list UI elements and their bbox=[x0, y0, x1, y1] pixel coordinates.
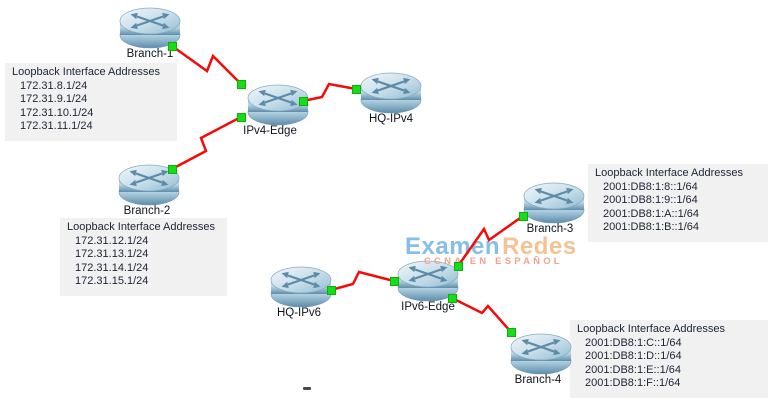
loopback-address: 172.31.9.1/24 bbox=[20, 93, 88, 106]
loopback-address: 172.31.10.1/24 bbox=[20, 106, 94, 119]
link-status-port bbox=[326, 285, 336, 295]
note-title: Loopback Interface Addresses bbox=[67, 221, 215, 233]
device-label: Branch-4 bbox=[514, 374, 562, 386]
link-status-port bbox=[298, 96, 308, 106]
loopback-address: 172.31.8.1/24 bbox=[20, 79, 88, 92]
router-ipv6-edge[interactable]: IPv6-Edge bbox=[396, 259, 460, 313]
link-status-port bbox=[518, 211, 528, 221]
loopback-address: 2001:DB8:1:9::1/64 bbox=[603, 194, 698, 207]
device-label: HQ-IPv4 bbox=[368, 113, 414, 125]
loopback-address: 2001:DB8:1:E::1/64 bbox=[585, 363, 682, 376]
loopback-address: 2001:DB8:1:D::1/64 bbox=[585, 350, 682, 363]
link-status-port bbox=[453, 261, 463, 271]
loopback-address: 172.31.14.1/24 bbox=[75, 261, 149, 274]
router-branch-3[interactable]: Branch-3 bbox=[522, 181, 586, 235]
loopback-address: 172.31.15.1/24 bbox=[75, 275, 149, 288]
device-label: IPv4-Edge bbox=[243, 125, 297, 137]
link-status-port bbox=[167, 164, 177, 174]
router-branch-4[interactable]: Branch-4 bbox=[509, 332, 573, 386]
device-label: IPv6-Edge bbox=[401, 301, 455, 313]
note-title: Loopback Interface Addresses bbox=[595, 167, 743, 179]
link-status-port bbox=[506, 327, 516, 337]
link-status-port bbox=[236, 112, 246, 122]
router-ipv4-edge[interactable]: IPv4-Edge bbox=[243, 83, 310, 137]
loopback-address: 172.31.13.1/24 bbox=[75, 248, 149, 261]
serial-link-branch-1-ipv4-edge[interactable] bbox=[171, 44, 242, 85]
link-status-port bbox=[351, 84, 361, 94]
loopback-address: 172.31.12.1/24 bbox=[75, 234, 149, 247]
serial-link-ipv6-edge-branch-4[interactable] bbox=[451, 296, 512, 333]
device-label: Branch-1 bbox=[126, 48, 174, 60]
serial-link-hq-ipv6-ipv6-edge[interactable] bbox=[330, 270, 395, 292]
device-label: HQ-IPv6 bbox=[276, 307, 322, 319]
router-branch-1[interactable]: Branch-1 bbox=[118, 6, 182, 60]
serial-link-ipv4-edge-hq-ipv4[interactable] bbox=[302, 82, 357, 103]
device-label: Branch-3 bbox=[526, 223, 574, 235]
note-title: Loopback Interface Addresses bbox=[577, 323, 725, 335]
loopback-address: 2001:DB8:1:A::1/64 bbox=[603, 207, 700, 220]
loopback-address: 2001:DB8:1:B::1/64 bbox=[603, 221, 700, 234]
router-hq-ipv4[interactable]: HQ-IPv4 bbox=[359, 71, 423, 125]
link-status-port bbox=[167, 41, 177, 51]
link-status-port bbox=[389, 276, 399, 286]
router-branch-2[interactable]: Branch-2 bbox=[117, 163, 181, 217]
device-label: Branch-2 bbox=[123, 205, 171, 217]
serial-link-branch-3-ipv6-edge[interactable] bbox=[456, 214, 524, 267]
loopback-address: 2001:DB8:1:F::1/64 bbox=[585, 377, 681, 390]
stray-mark bbox=[303, 387, 311, 390]
link-status-port bbox=[236, 79, 246, 89]
loopback-address: 172.31.11.1/24 bbox=[20, 120, 93, 133]
router-hq-ipv6[interactable]: HQ-IPv6 bbox=[269, 265, 333, 319]
loopback-address: 2001:DB8:1:8::1/64 bbox=[603, 180, 698, 193]
link-status-port bbox=[447, 293, 457, 303]
note-title: Loopback Interface Addresses bbox=[12, 66, 160, 78]
serial-link-branch-2-ipv4-edge[interactable] bbox=[171, 115, 242, 171]
loopback-address: 2001:DB8:1:C::1/64 bbox=[585, 336, 682, 349]
